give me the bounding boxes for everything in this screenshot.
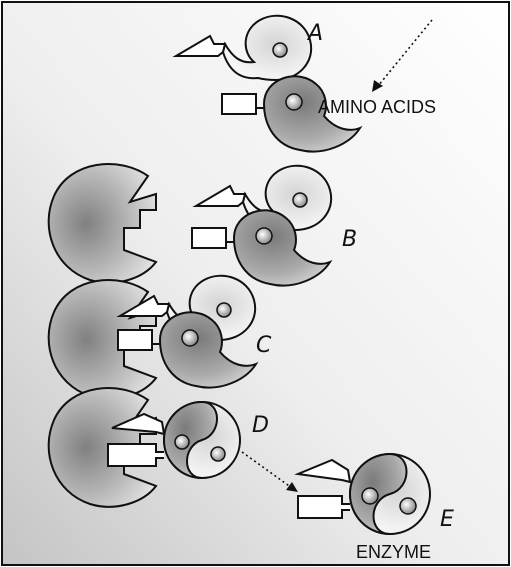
label-amino-acids: AMINO ACIDS bbox=[318, 97, 436, 117]
release-pointer bbox=[241, 451, 293, 489]
enzyme-b bbox=[47, 163, 157, 284]
label-e: E bbox=[440, 507, 454, 532]
label-d: D bbox=[252, 413, 269, 438]
stage-a-group: A AMINO ACIDS bbox=[175, 14, 436, 153]
stage-b-group: B bbox=[47, 163, 357, 287]
label-a: A bbox=[306, 21, 323, 46]
stage-e-group: E ENZYME bbox=[294, 452, 454, 562]
amino-acids-pointer bbox=[377, 19, 433, 87]
release-pointer-head bbox=[286, 482, 298, 492]
label-b: B bbox=[342, 227, 357, 252]
amino-acids-pointer-head bbox=[372, 80, 383, 92]
dipeptide-e bbox=[294, 452, 431, 535]
stage-c-group: C bbox=[47, 274, 272, 400]
label-enzyme: ENZYME bbox=[356, 542, 431, 562]
label-c: C bbox=[256, 333, 272, 358]
amino-acid-pair-d bbox=[107, 400, 241, 479]
stage-d-group: D bbox=[47, 387, 298, 508]
